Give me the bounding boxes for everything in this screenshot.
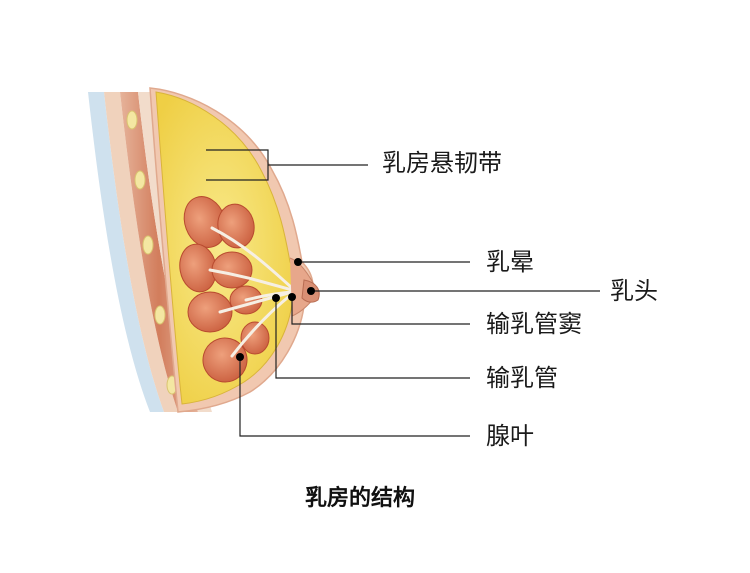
dot-nipple bbox=[307, 287, 315, 295]
rib-cartilage-row bbox=[126, 110, 178, 395]
label-nipple: 乳头 bbox=[610, 277, 658, 305]
leader-dots bbox=[236, 258, 315, 361]
label-suspensory-ligament: 乳房悬韧带 bbox=[382, 149, 502, 177]
label-areola: 乳晕 bbox=[486, 248, 534, 276]
dot-lactiferous-duct bbox=[272, 294, 280, 302]
dot-lactiferous-sinus bbox=[288, 293, 296, 301]
figure-caption: 乳房的结构 bbox=[305, 486, 416, 511]
label-lobule: 腺叶 bbox=[486, 422, 534, 450]
label-lactiferous-duct: 输乳管 bbox=[486, 364, 558, 392]
dot-areola bbox=[294, 258, 302, 266]
dot-lobule bbox=[236, 353, 244, 361]
milk-ducts bbox=[208, 226, 294, 358]
label-lactiferous-sinus: 输乳管窦 bbox=[486, 310, 582, 338]
leader-lines bbox=[206, 149, 600, 437]
